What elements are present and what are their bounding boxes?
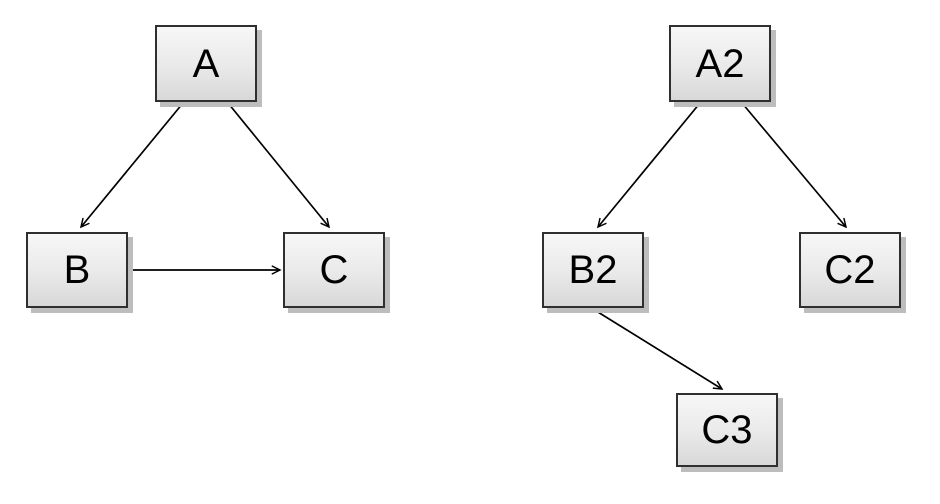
node-A-label: A <box>192 41 220 86</box>
node-C-label: C <box>319 248 349 292</box>
edge-A2-B2[interactable] <box>596 102 701 229</box>
edge-B2-C3[interactable] <box>592 308 724 390</box>
node-C[interactable]: C <box>283 232 385 308</box>
node-A2-label: A2 <box>695 41 745 86</box>
node-C2-label: C2 <box>824 248 876 292</box>
node-A2[interactable]: A2 <box>669 25 771 102</box>
node-B2[interactable]: B2 <box>542 232 644 308</box>
node-C3-label: C3 <box>701 408 753 452</box>
edge-A-C[interactable] <box>227 102 331 229</box>
node-C2[interactable]: C2 <box>799 232 901 308</box>
edge-A-B[interactable] <box>79 102 184 229</box>
node-A[interactable]: A <box>155 25 257 102</box>
edge-A2-C2[interactable] <box>741 102 848 229</box>
node-B2-label: B2 <box>568 248 618 292</box>
node-C3[interactable]: C3 <box>676 393 778 467</box>
node-B[interactable]: B <box>26 232 128 308</box>
node-B-label: B <box>63 248 91 292</box>
